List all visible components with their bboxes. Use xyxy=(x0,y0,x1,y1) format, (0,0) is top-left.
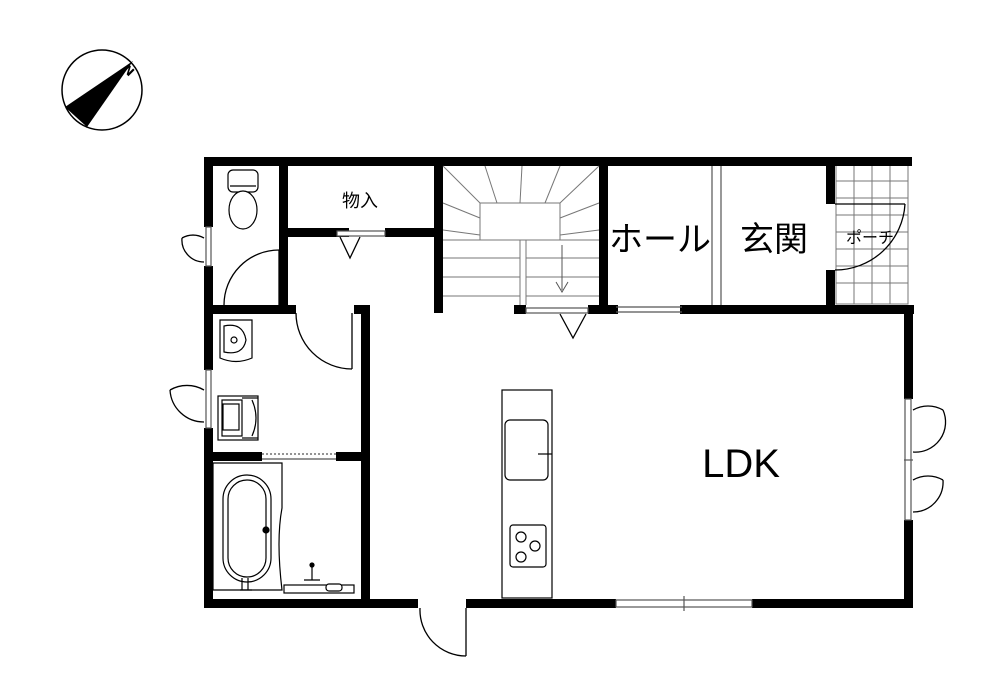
compass: N xyxy=(61,49,143,131)
room-label-hall: ホール xyxy=(609,220,711,260)
bathtub-fixture xyxy=(212,462,283,591)
shower-fixture xyxy=(283,562,355,594)
porch-tiles xyxy=(835,163,909,305)
room-label-ldk: LDK xyxy=(702,442,780,486)
washing-machine-fixture xyxy=(217,395,259,441)
stairs xyxy=(442,165,600,305)
door-swings xyxy=(169,203,947,657)
room-labels: 物入 ホール 玄関 ポーチ LDK xyxy=(342,191,894,486)
kitchen-island xyxy=(501,389,553,599)
washbasin-fixture xyxy=(219,319,253,363)
room-label-storage: 物入 xyxy=(342,191,378,212)
toilet-fixture xyxy=(227,169,259,230)
walls xyxy=(204,157,914,608)
room-label-porch: ポーチ xyxy=(846,228,894,247)
compass-needle xyxy=(65,61,133,127)
room-label-entrance: 玄関 xyxy=(740,220,808,260)
thin-lines xyxy=(205,166,913,611)
